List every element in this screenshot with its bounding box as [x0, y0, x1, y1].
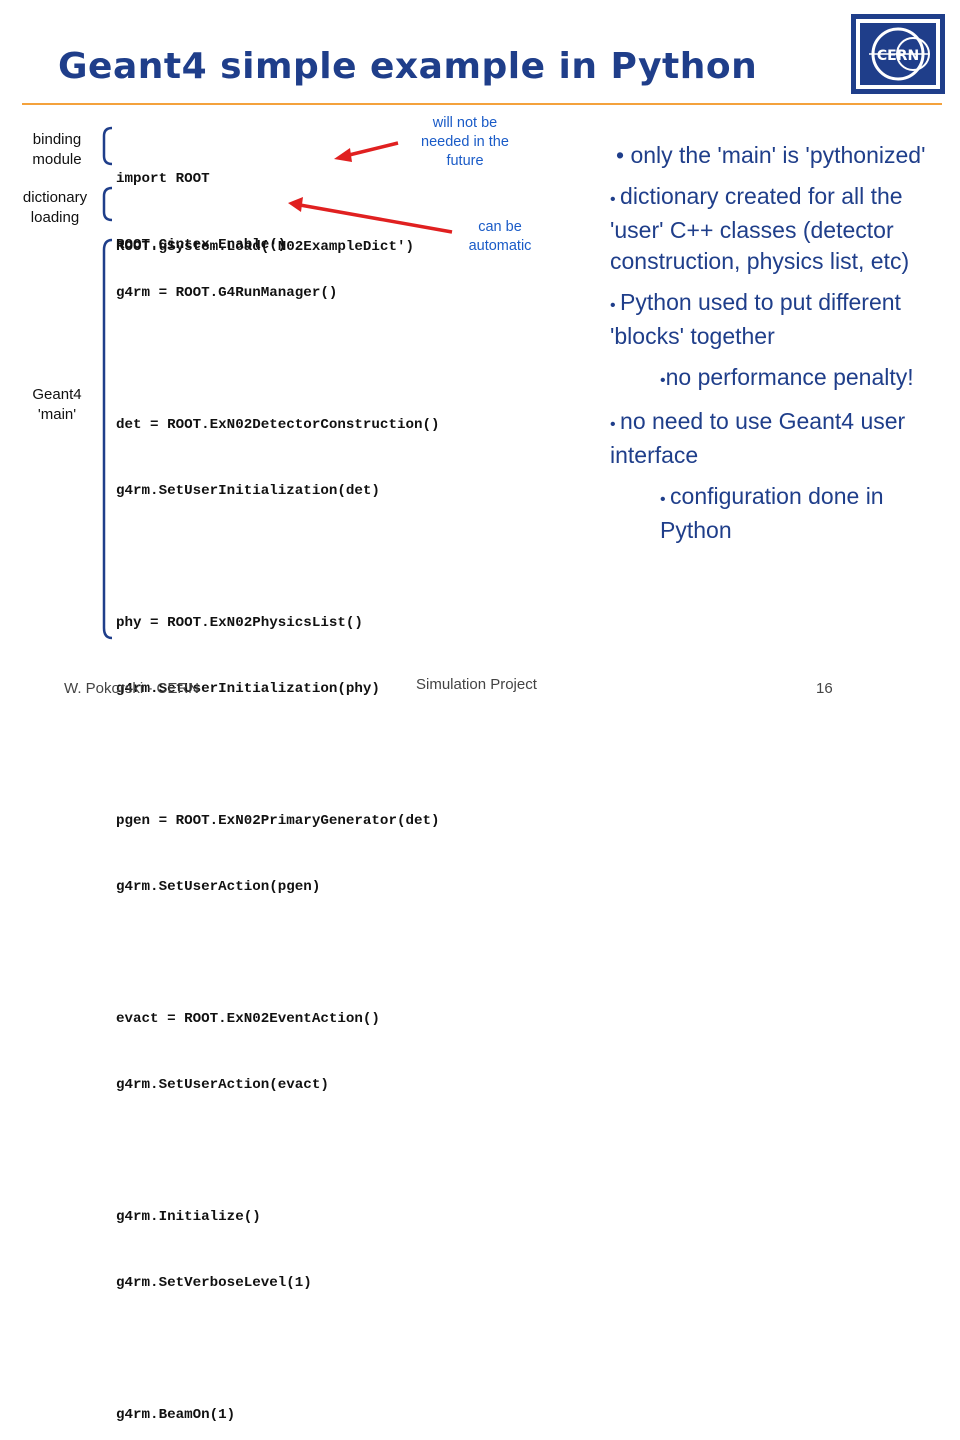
- code-line: [116, 942, 440, 964]
- bracket-binding: [102, 126, 113, 166]
- bullet-text: dictionary created for all the 'user' C+…: [610, 183, 910, 274]
- code-line: g4rm.SetVerboseLevel(1): [116, 1275, 312, 1291]
- note-automatic-line: automatic: [468, 238, 532, 254]
- bullet-dot: •: [660, 372, 666, 389]
- label-module: module: [32, 151, 82, 168]
- code-line: phy = ROOT.ExN02PhysicsList(): [116, 615, 363, 631]
- code-line: g4rm.SetUserAction(pgen): [116, 879, 321, 895]
- note-automatic: can be automatic: [448, 218, 552, 256]
- arrowhead-future: [334, 148, 352, 162]
- code-binding: import ROOT ROOT.Cintex.Enable(): [116, 124, 286, 278]
- note-future: will not be needed in the future: [398, 114, 532, 171]
- note-future-line: future: [446, 153, 484, 169]
- code-line: [116, 1140, 440, 1162]
- code-line: pgen = ROOT.ExN02PrimaryGenerator(det): [116, 813, 440, 829]
- bullet-text: configuration done in Python: [660, 483, 884, 543]
- cern-logo: CERN: [851, 14, 945, 94]
- bullet-text: only the 'main' is 'pythonized': [630, 142, 926, 168]
- code-line: evact = ROOT.ExN02EventAction(): [116, 1011, 380, 1027]
- title-divider: [22, 103, 942, 105]
- label-loading: loading: [30, 209, 80, 226]
- bullet-dot: •: [610, 191, 621, 208]
- bullet-text: Python used to put different 'blocks' to…: [610, 289, 901, 349]
- bullet-dot: •: [610, 297, 621, 314]
- label-geant4-main: Geant4 'main': [22, 385, 92, 425]
- code-line: import ROOT: [116, 171, 210, 187]
- code-line: g4rm.Initialize(): [116, 1209, 261, 1225]
- code-line: ROOT.Cintex.Enable(): [116, 237, 287, 253]
- note-automatic-line: can be: [478, 219, 522, 235]
- code-line: g4rm.SetUserAction(evact): [116, 1077, 329, 1093]
- note-future-line: will not be: [432, 115, 498, 131]
- bullet-item: •no performance penalty!: [610, 362, 940, 396]
- arrow-future: [344, 141, 399, 158]
- label-binding: binding: [32, 131, 82, 148]
- code-line: g4rm.BeamOn(1): [116, 1407, 236, 1423]
- bracket-main: [102, 238, 113, 640]
- bullet-item: • dictionary created for all the 'user' …: [610, 181, 940, 277]
- footer-page-number: 16: [816, 680, 833, 697]
- code-line: g4rm.SetUserInitialization(det): [116, 483, 380, 499]
- bullet-item: • Python used to put different 'blocks' …: [610, 287, 940, 352]
- bullet-text: no need to use Geant4 user interface: [610, 408, 906, 468]
- bracket-dictionary: [102, 186, 113, 222]
- label-binding-module: binding module: [22, 130, 92, 170]
- footer-author: W. Pokorski - CERN: [64, 680, 200, 697]
- bullet-dot: •: [616, 142, 631, 168]
- slide-title: Geant4 simple example in Python: [58, 46, 758, 87]
- label-geant4: Geant4: [32, 386, 82, 403]
- cern-logo-text: CERN: [877, 48, 919, 64]
- label-dictionary: dictionary: [22, 189, 88, 206]
- code-line: [116, 1338, 440, 1360]
- footer-project: Simulation Project: [416, 676, 537, 693]
- code-line: det = ROOT.ExN02DetectorConstruction(): [116, 417, 440, 433]
- bullet-item: • configuration done in Python: [610, 481, 940, 546]
- bullet-list: • only the 'main' is 'pythonized' • dict…: [610, 140, 940, 556]
- label-dictionary-loading: dictionary loading: [10, 188, 100, 228]
- code-line: [116, 744, 440, 766]
- bullet-dot: •: [610, 416, 621, 433]
- bullet-item: • no need to use Geant4 user interface: [610, 406, 940, 471]
- bullet-item: • only the 'main' is 'pythonized': [610, 140, 940, 171]
- code-line: ROOT.gSystem.Load('N02ExampleDict'): [116, 239, 414, 255]
- note-future-line: needed in the: [421, 134, 509, 150]
- arrowhead-automatic: [288, 197, 303, 212]
- arrow-automatic: [299, 203, 453, 234]
- bullet-text: no performance penalty!: [665, 364, 914, 390]
- code-line: g4rm.SetUserInitialization(phy): [116, 681, 380, 697]
- annotation-overlay: [102, 126, 453, 640]
- code-dictionary: ROOT.gSystem.Load('N02ExampleDict'): [116, 192, 414, 280]
- code-line: g4rm = ROOT.G4RunManager(): [116, 285, 338, 301]
- label-main: 'main': [37, 406, 77, 423]
- bullet-dot: •: [660, 491, 671, 508]
